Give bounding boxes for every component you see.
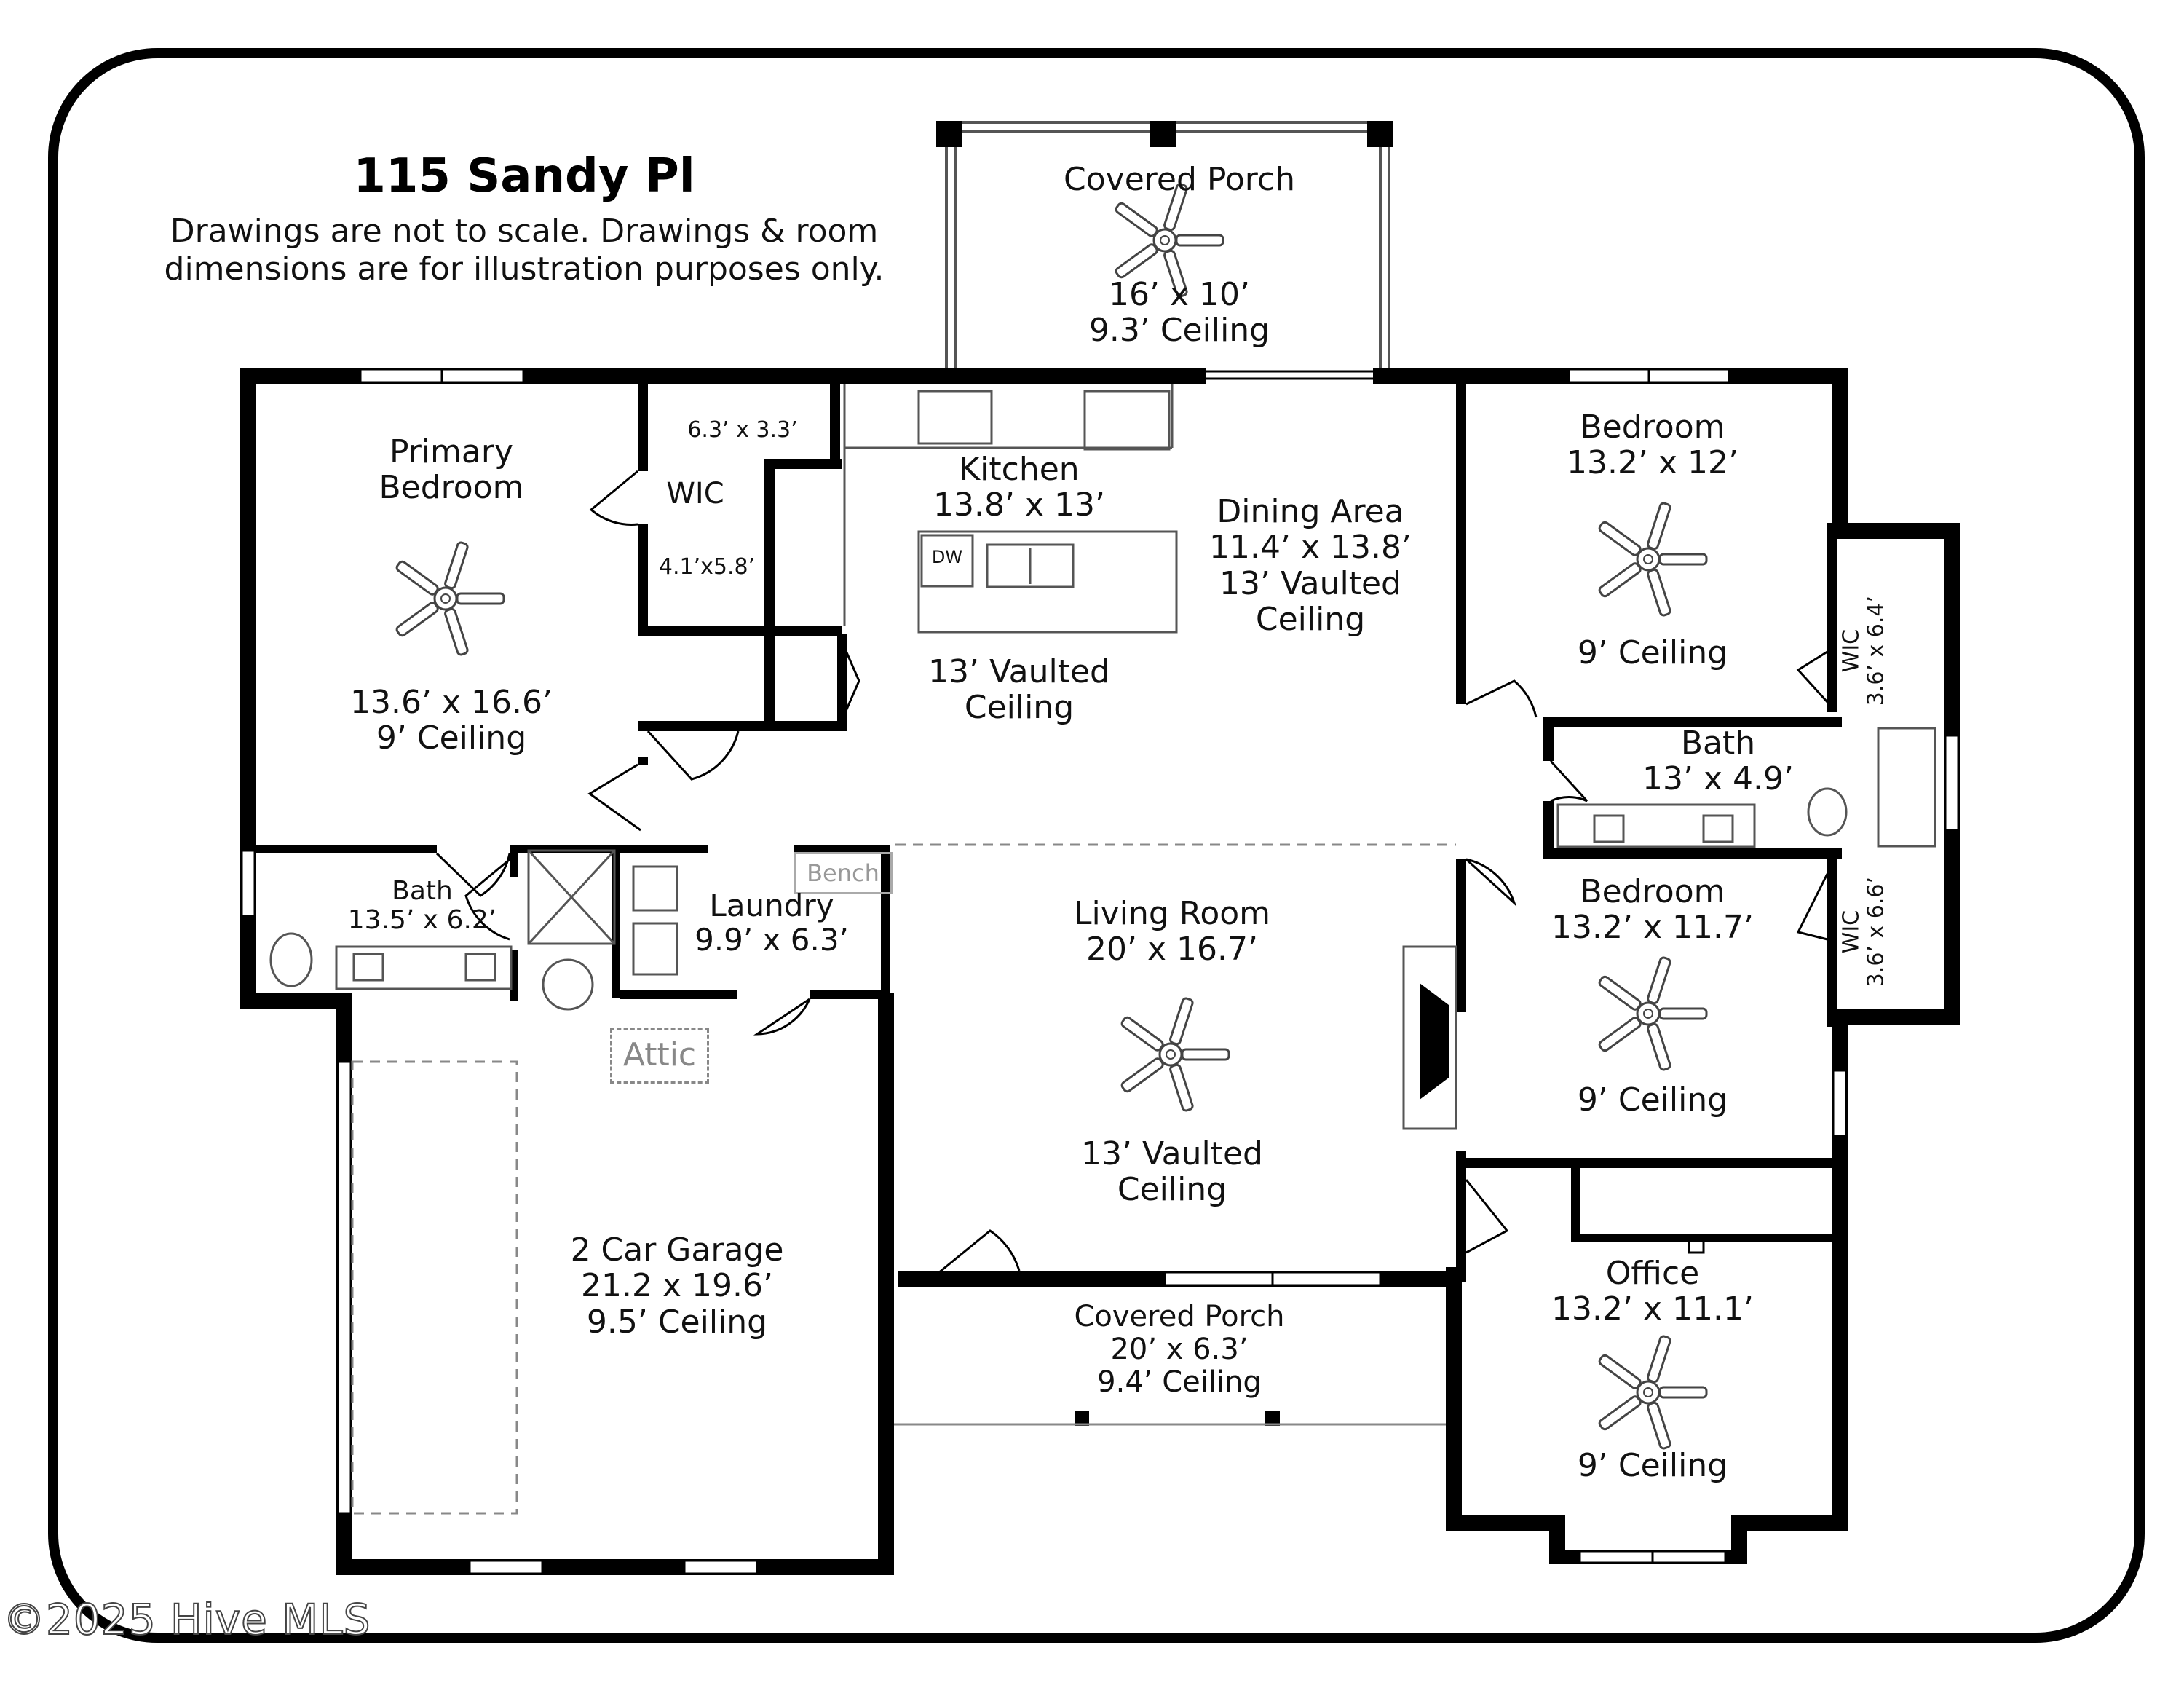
ceiling-fan-icon — [1598, 502, 1708, 617]
wic-mid-name: WIC — [1838, 910, 1864, 954]
bath-right-name: Bath — [1680, 725, 1756, 762]
office-size: 13.2’ x 11.1’ — [1551, 1290, 1754, 1328]
living-label: Living Room 20’ x 16.7’ — [1041, 896, 1303, 968]
kitchen-size: 13.8’ x 13’ — [933, 486, 1105, 524]
bedroom-top-name: Bedroom — [1580, 409, 1725, 446]
bath-right-size: 13’ x 4.9’ — [1642, 760, 1794, 798]
bath-right-label: Bath 13’ x 4.9’ — [1602, 725, 1835, 797]
ceiling-fan-icon — [395, 541, 505, 656]
porch-top-label: Covered Porch — [976, 161, 1383, 198]
porch-front-size: 20’ x 6.3’ — [1110, 1332, 1249, 1366]
living-ceiling-2: Ceiling — [1117, 1171, 1227, 1209]
disclaimer: Drawings are not to scale. Drawings & ro… — [102, 213, 946, 288]
page-title: 115 Sandy Pl — [353, 149, 695, 203]
dining-label: Dining Area 11.4’ x 13.8’ 13’ Vaulted Ce… — [1179, 494, 1441, 637]
doors — [435, 470, 1836, 1281]
porch-top-name: Covered Porch — [1064, 161, 1295, 198]
ceiling-fan-icon — [1115, 183, 1224, 298]
porch-front-ceiling: 9.4’ Ceiling — [1097, 1365, 1262, 1399]
porch-posts-front — [1075, 1411, 1280, 1426]
disclaimer-line-1: Drawings are not to scale. Drawings & ro… — [170, 213, 879, 250]
office-ceiling: 9’ Ceiling — [1577, 1447, 1728, 1484]
bedroom-top-ceiling: 9’ Ceiling — [1577, 634, 1728, 671]
ceiling-fan-icon — [1120, 997, 1230, 1112]
copyright-watermark: ©2025 Hive MLS — [2, 1594, 371, 1645]
living-name: Living Room — [1073, 895, 1271, 932]
primary-bedroom-name-2: Bedroom — [379, 469, 524, 507]
wic-size-b: 4.1’x5.8’ — [658, 554, 756, 580]
laundry-label: Laundry 9.9’ x 6.3’ — [670, 888, 874, 957]
primary-bedroom-ceiling: 9’ Ceiling — [376, 719, 527, 757]
fireplace — [1402, 945, 1457, 1130]
dining-ceiling-1: 13’ Vaulted — [1219, 564, 1401, 602]
top-porch — [943, 121, 1390, 368]
garage-name: 2 Car Garage — [570, 1231, 784, 1269]
wic-primary-label: WIC — [666, 477, 724, 510]
primary-bedroom-name: Primary Bedroom — [320, 434, 582, 506]
garage-label: 2 Car Garage 21.2 x 19.6’ 9.5’ Ceiling — [517, 1232, 837, 1340]
ceiling-fan-icon — [1598, 1335, 1708, 1450]
porch-top-dims: 16’ x 10’ 9.3’ Ceiling — [976, 277, 1383, 349]
wic-mid-label: WIC 3.6’ x 6.6’ — [1838, 837, 1888, 1027]
office-label: Office 13.2’ x 11.1’ — [1529, 1255, 1776, 1328]
windows — [240, 368, 1960, 1575]
interior-walls — [248, 384, 1842, 1282]
attic-label: Attic — [610, 1028, 709, 1084]
bedroom-top-label: Bedroom 13.2’ x 12’ — [1536, 409, 1769, 481]
dishwasher-label: DW — [931, 547, 963, 567]
primary-bedroom-name-1: Primary — [389, 433, 514, 470]
kitchen-fixtures — [843, 384, 1178, 634]
living-size: 20’ x 16.7’ — [1086, 931, 1258, 969]
laundry-name: Laundry — [709, 888, 834, 923]
bench-label: Bench — [794, 852, 893, 894]
bath-left-label: Bath 13.5’ x 6.2’ — [335, 876, 510, 936]
bedroom-mid-label: Bedroom 13.2’ x 11.7’ — [1529, 874, 1776, 946]
garage-size: 21.2 x 19.6’ — [581, 1267, 773, 1305]
laundry-size: 9.9’ x 6.3’ — [695, 922, 849, 958]
bedroom-mid-size: 13.2’ x 11.7’ — [1551, 909, 1754, 947]
ceiling-fan-icon — [1598, 956, 1708, 1071]
bedroom-mid-ceiling: 9’ Ceiling — [1577, 1081, 1728, 1119]
living-ceiling: 13’ Vaulted Ceiling — [1041, 1136, 1303, 1208]
bath-left-name: Bath — [392, 876, 453, 906]
porch-posts-top — [936, 121, 1393, 147]
kitchen-name: Kitchen — [959, 451, 1080, 488]
garage-ceiling: 9.5’ Ceiling — [586, 1303, 768, 1341]
kitchen-label: Kitchen 13.8’ x 13’ — [895, 451, 1143, 524]
wic-mid-size: 3.6’ x 6.6’ — [1863, 876, 1888, 987]
dining-size: 11.4’ x 13.8’ — [1209, 529, 1412, 567]
dining-ceiling-2: Ceiling — [1255, 600, 1366, 638]
porch-front-label: Covered Porch 20’ x 6.3’ 9.4’ Ceiling — [1019, 1301, 1340, 1398]
bedroom-top-size: 13.2’ x 12’ — [1567, 444, 1738, 482]
dining-name: Dining Area — [1216, 493, 1404, 530]
kitchen-ceiling-1: 13’ Vaulted — [928, 653, 1110, 690]
kitchen-ceiling-2: Ceiling — [964, 689, 1075, 727]
dashed-lines — [351, 843, 1456, 1515]
kitchen-ceiling: 13’ Vaulted Ceiling — [895, 654, 1143, 726]
porch-front-name: Covered Porch — [1074, 1300, 1285, 1333]
porch-top-size: 16’ x 10’ — [1109, 276, 1250, 313]
wic-size-a: 6.3’ x 3.3’ — [687, 417, 798, 443]
disclaimer-line-2: dimensions are for illustration purposes… — [164, 250, 885, 288]
outer-frame — [48, 48, 2145, 1643]
wic-top-name: WIC — [1838, 628, 1864, 673]
office-name: Office — [1605, 1255, 1700, 1292]
wic-top-label: WIC 3.6’ x 6.4’ — [1838, 556, 1888, 746]
living-ceiling-1: 13’ Vaulted — [1081, 1135, 1263, 1172]
bedroom-mid-name: Bedroom — [1580, 873, 1725, 910]
ceiling-fans — [395, 183, 1708, 1450]
wic-top-size: 3.6’ x 6.4’ — [1863, 595, 1888, 706]
bath-fixtures — [269, 727, 1936, 1011]
primary-bedroom-dims: 13.6’ x 16.6’ 9’ Ceiling — [306, 685, 597, 757]
primary-bedroom-size: 13.6’ x 16.6’ — [350, 684, 553, 721]
bath-left-size: 13.5’ x 6.2’ — [347, 905, 497, 936]
porch-top-ceiling: 9.3’ Ceiling — [1088, 312, 1270, 350]
